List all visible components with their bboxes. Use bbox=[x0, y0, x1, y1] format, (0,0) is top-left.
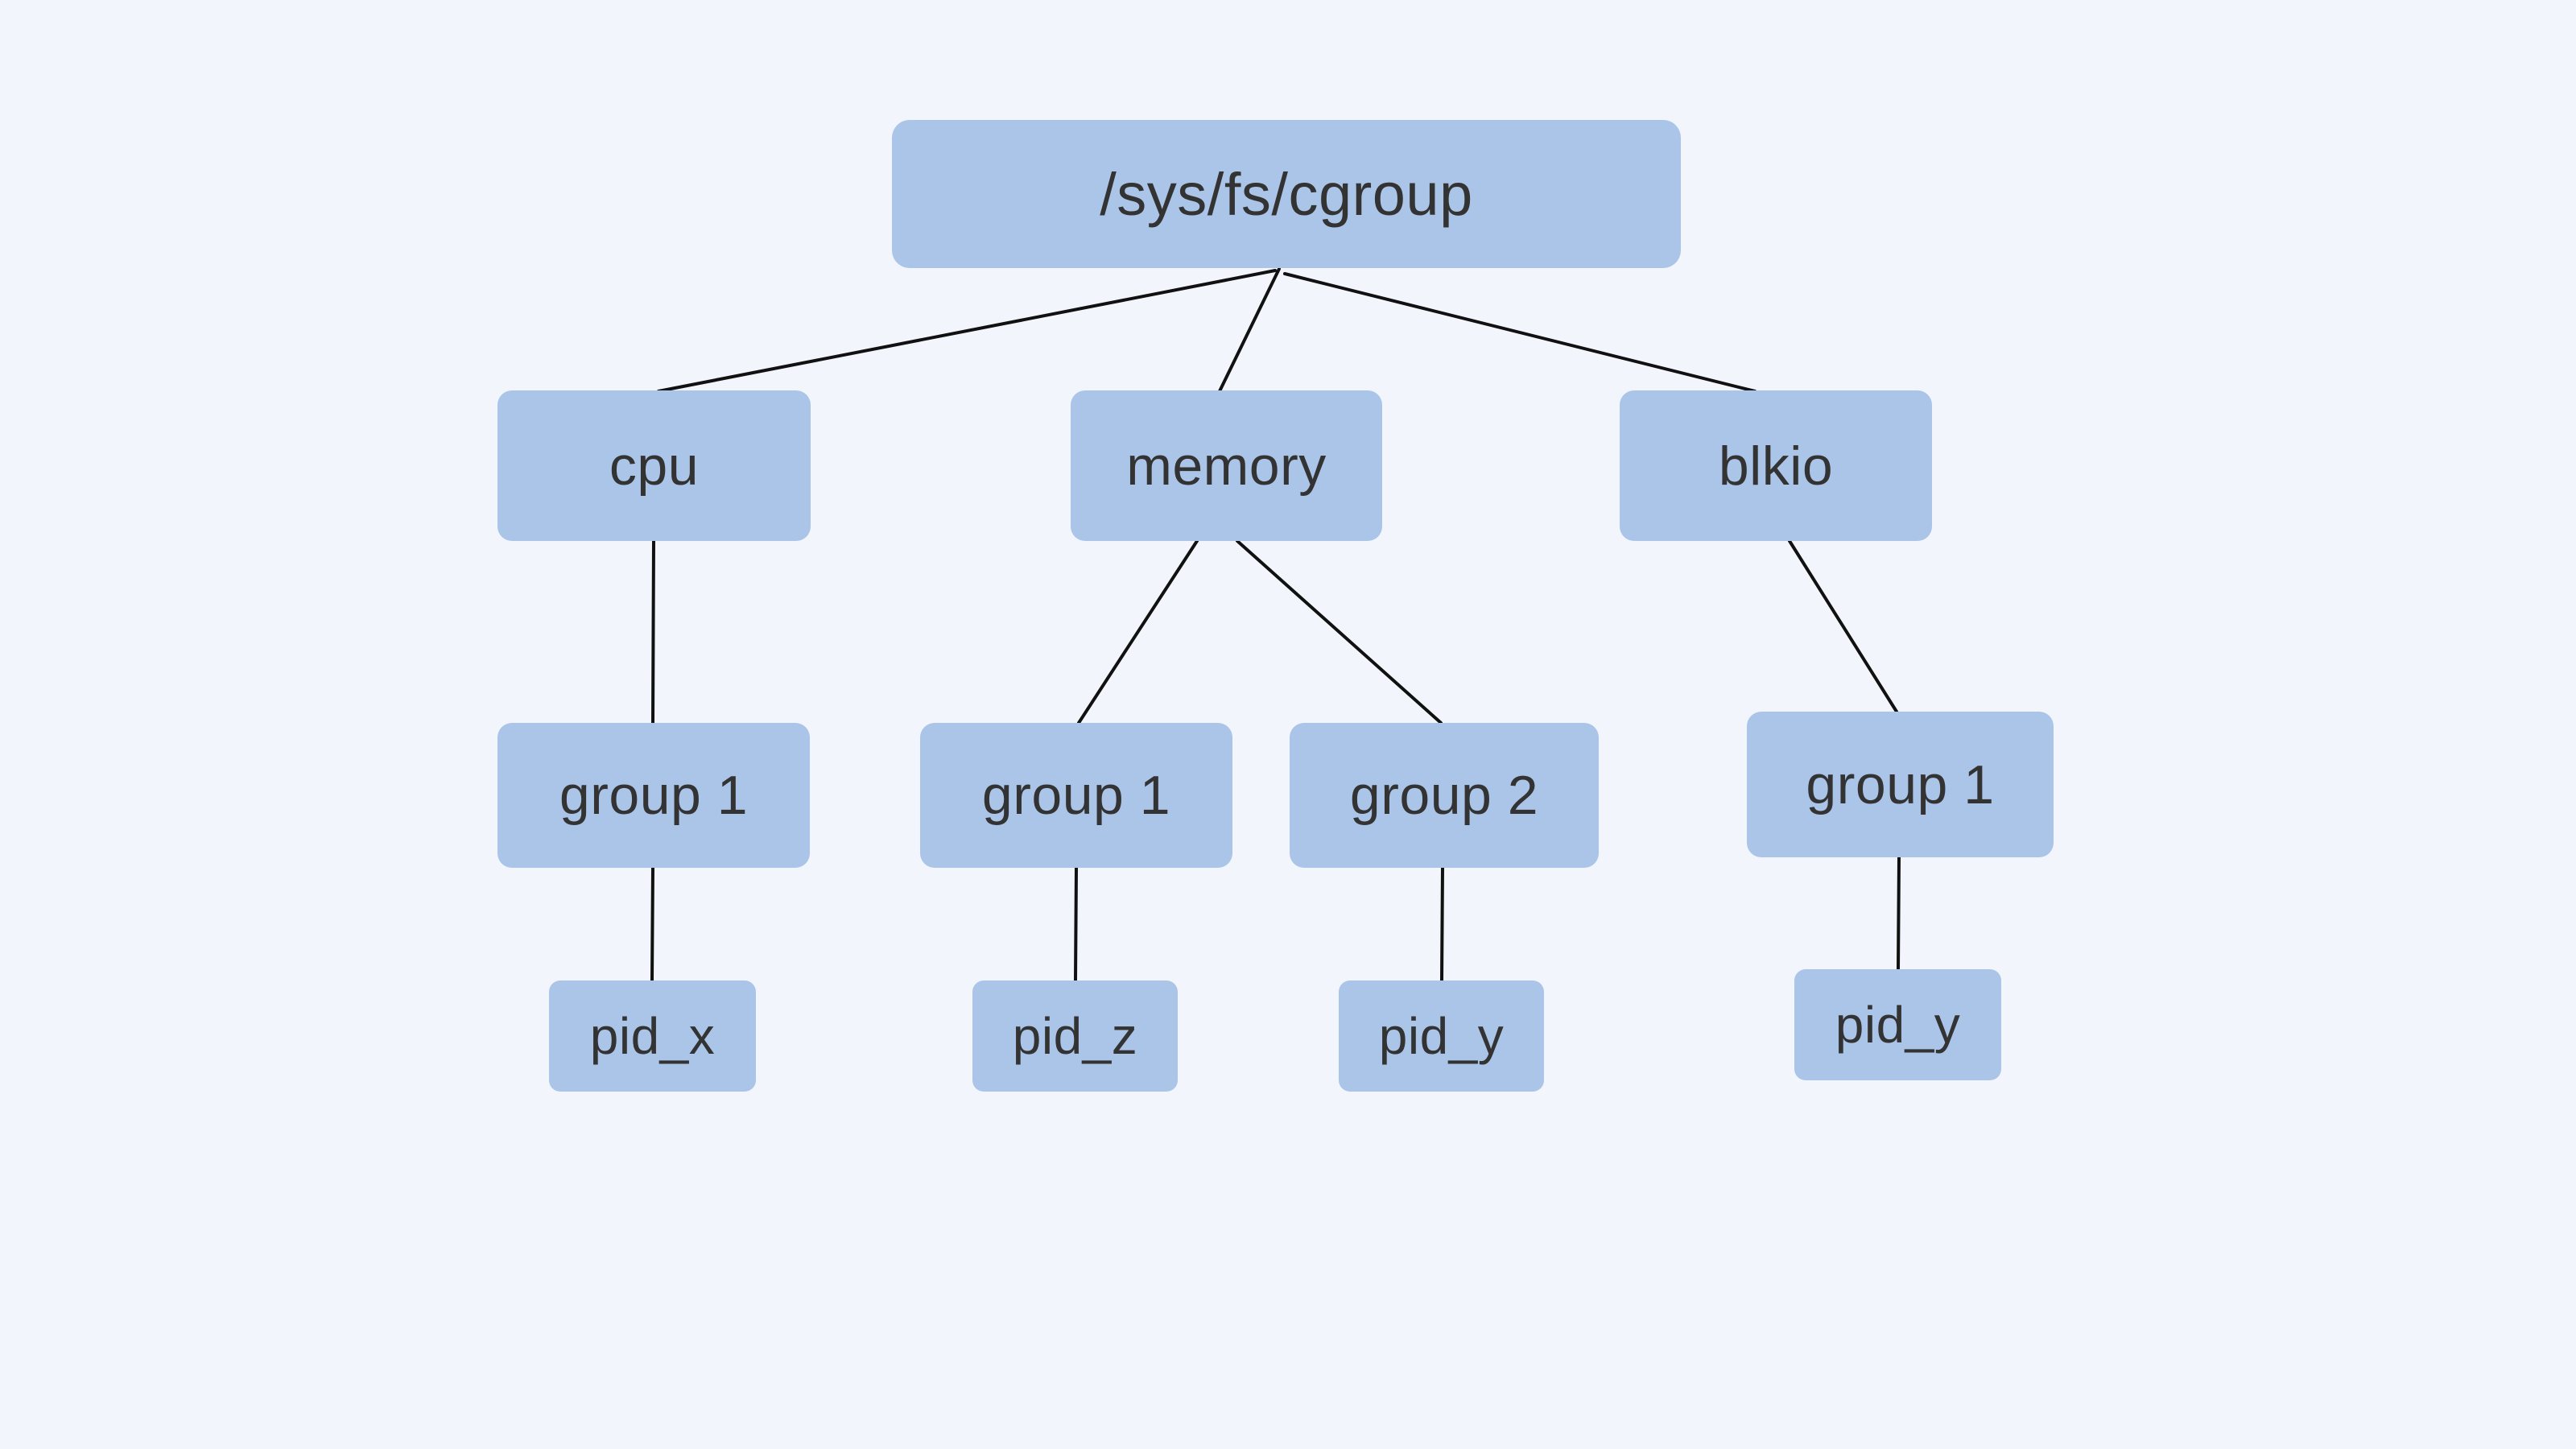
node-cpu-label: cpu bbox=[609, 435, 700, 497]
node-pid-y-blkio-label: pid_y bbox=[1835, 996, 1961, 1054]
node-controller-cpu: cpu bbox=[497, 390, 811, 541]
node-pid-y-blkio: pid_y bbox=[1794, 969, 2001, 1080]
edge-memory-group2 bbox=[1236, 539, 1443, 724]
node-memory-group-1: group 1 bbox=[920, 723, 1232, 868]
node-pid-y-memory-label: pid_y bbox=[1378, 1007, 1505, 1065]
node-blkio-group-1-label: group 1 bbox=[1806, 753, 1995, 815]
edge-blkio-group1 bbox=[1788, 539, 1898, 713]
edge-memory-group1 bbox=[1077, 539, 1199, 724]
edge-root-cpu bbox=[657, 269, 1277, 393]
edge-blkio-group1-pidy bbox=[1897, 856, 1901, 971]
node-root-label: /sys/fs/cgroup bbox=[1100, 160, 1473, 228]
node-pid-x-label: pid_x bbox=[589, 1007, 716, 1065]
node-controller-blkio: blkio bbox=[1620, 390, 1932, 541]
node-memory-group-1-label: group 1 bbox=[981, 765, 1171, 826]
node-blkio-group-1: group 1 bbox=[1747, 712, 2054, 857]
edge-root-blkio bbox=[1283, 272, 1757, 393]
edge-root-memory bbox=[1218, 267, 1281, 393]
node-root-sys-fs-cgroup: /sys/fs/cgroup bbox=[892, 120, 1681, 268]
node-controller-memory: memory bbox=[1071, 390, 1382, 541]
edge-cpu-group1-pidx bbox=[650, 866, 654, 982]
node-memory-group-2: group 2 bbox=[1290, 723, 1599, 868]
node-blkio-label: blkio bbox=[1718, 435, 1834, 497]
node-cpu-group-1: group 1 bbox=[497, 723, 810, 868]
node-pid-x: pid_x bbox=[549, 980, 756, 1092]
node-memory-group-2-label: group 2 bbox=[1349, 765, 1539, 826]
edge-mem-group1-pidz bbox=[1074, 866, 1078, 982]
node-pid-z: pid_z bbox=[972, 980, 1178, 1092]
node-cpu-group-1-label: group 1 bbox=[559, 765, 749, 826]
node-memory-label: memory bbox=[1126, 435, 1327, 497]
node-pid-z-label: pid_z bbox=[1012, 1007, 1138, 1065]
edge-cpu-group1 bbox=[651, 539, 655, 724]
node-pid-y-memory: pid_y bbox=[1339, 980, 1544, 1092]
edge-mem-group2-pidy bbox=[1440, 866, 1444, 982]
